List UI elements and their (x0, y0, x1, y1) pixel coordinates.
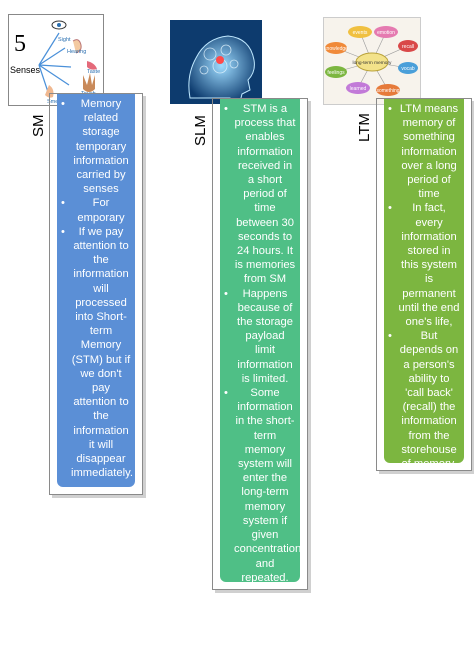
nose-icon (45, 85, 54, 98)
mindmap-bubble (398, 40, 418, 52)
mindmap-label: knowledge (324, 46, 348, 52)
ear-icon (72, 39, 82, 54)
bullet-item: In fact, every information stored in thi… (388, 201, 460, 329)
mindmap-center (355, 52, 389, 72)
hand-icon (83, 73, 95, 92)
bullet-item: If we pay attention to the information w… (61, 225, 133, 481)
column-label-sm: SM (30, 114, 47, 138)
mindmap-bubble (374, 26, 398, 38)
mindmap-bubble (376, 84, 400, 96)
bullet-item: STM is a process that enables informatio… (224, 102, 296, 287)
card-sm-body: Memory related storage temporary informa… (57, 94, 135, 487)
mindmap-label: recall (402, 44, 414, 50)
mindmap-label: learned (350, 86, 367, 92)
card-slm-body: STM is a process that enables informatio… (220, 99, 301, 585)
mindmap-label: feelings (327, 70, 345, 76)
sense-label-sight: Sight (58, 37, 71, 43)
mindmap-bubble (325, 42, 347, 54)
brain-head-graphic (170, 20, 262, 104)
column-label-slm: SLM (192, 115, 209, 146)
bullet-item: Happens because of the storage payload l… (224, 287, 296, 386)
bullet-list-ltm: LTM means memory of something informatio… (388, 102, 460, 471)
sense-label-smell: Smell (47, 99, 61, 105)
senses-image: 5 Senses Sight Hearing Taste Touch Smell (8, 14, 104, 106)
senses-number: 5 (14, 31, 26, 57)
ltm-mindmap-image: events emotion recall knowledge feelings… (323, 17, 421, 105)
bullet-item: LTM means memory of something informatio… (388, 102, 460, 201)
mindmap-bubble (348, 26, 372, 38)
card-sm: Memory related storage temporary informa… (49, 93, 143, 495)
bullet-item: For emporary (61, 196, 131, 224)
mindmap-center-label: long-term memory (353, 60, 393, 66)
heart-icon (216, 56, 224, 64)
senses-title: Senses (10, 65, 41, 75)
mindmap-label: something (376, 88, 399, 94)
sense-label-taste: Taste (87, 69, 100, 75)
bullet-item: Memory related storage temporary informa… (61, 97, 131, 196)
bullet-item: Some information in the short-term memor… (224, 386, 301, 585)
brain-image (170, 20, 262, 104)
mindmap-bubble (346, 82, 370, 94)
bullet-item: But depends on a person's ability to 'ca… (388, 329, 460, 471)
card-slm: STM is a process that enables informatio… (212, 98, 308, 590)
mindmap-label: vocab (401, 66, 415, 72)
ltm-mindmap: events emotion recall knowledge feelings… (324, 18, 420, 104)
bullet-list-sm: Memory related storage temporary informa… (61, 97, 133, 481)
senses-diagram: 5 Senses Sight Hearing Taste Touch Smell (10, 20, 100, 105)
card-ltm-body: LTM means memory of something informatio… (384, 99, 464, 470)
sense-label-hearing: Hearing (67, 49, 86, 55)
mindmap-label: emotion (377, 30, 395, 36)
card-ltm: LTM means memory of something informatio… (376, 98, 472, 471)
mindmap-label: events (353, 30, 368, 36)
column-label-ltm: LTM (356, 113, 373, 142)
mindmap-bubble (398, 62, 418, 74)
head-silhouette (188, 35, 255, 103)
tongue-icon (87, 61, 97, 70)
mindmap-bubble (325, 66, 347, 78)
bullet-list-slm: STM is a process that enables informatio… (224, 102, 301, 585)
